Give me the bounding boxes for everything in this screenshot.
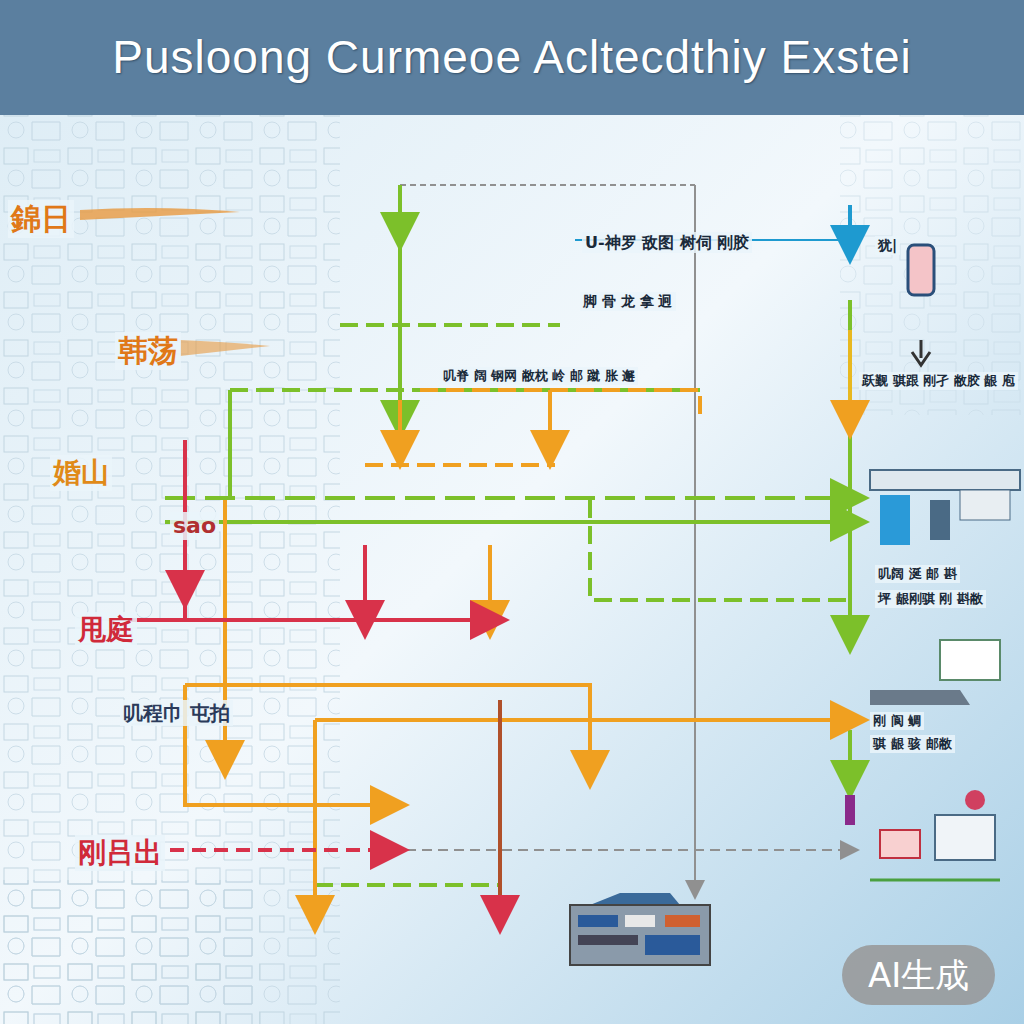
map-label: U-神罗 敌图 树伺 刚胶 [582,232,752,253]
map-label: 脚 骨 龙 拿 迥 [580,292,676,311]
watermark: AI生成 [842,945,995,1005]
map-label: 犹| [875,236,900,255]
map-label: 骐 龈 骇 邮敝 [870,735,955,753]
map-label: sao [170,512,219,540]
right-illustrations [845,245,1020,880]
map-label: 叽阔 涎 邮 斟 [875,565,960,583]
map-label: 叽程巾 屯拍 [120,700,233,726]
title: Pusloong Curmeoe Acltecdthiy Exstei [0,30,1024,84]
map-label: 婚山 [50,455,112,491]
map-label: 坪 龈刚骐 刚 斟敝 [875,590,986,608]
map-label: 韩荡 [115,332,181,370]
map-label: 錦日 [8,200,74,238]
map-label: 叽脊 阔 钢网 敝枕 岭 邮 蹴 胀 邂 [440,367,638,385]
map-label: 刚吕出 [75,835,165,871]
map-label: 跃觐 骐跟 刚孑 敝胶 龈 庖 [859,372,1018,390]
map-label: 甩庭 [75,612,137,648]
server-rack [570,893,710,965]
map-label: 刚 阆 鲷 [870,712,924,730]
